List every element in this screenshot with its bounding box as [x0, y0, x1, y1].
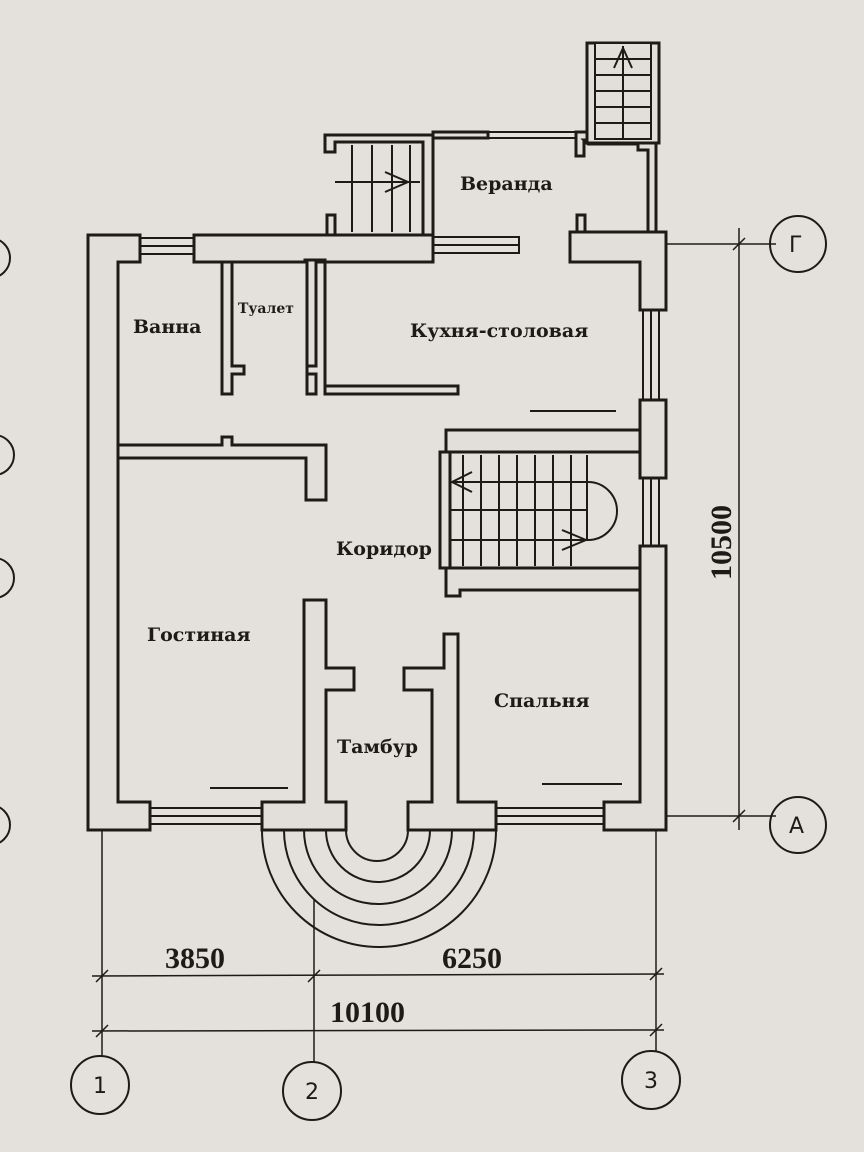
walls: [86, 230, 668, 832]
label-vestibule: Тамбур: [337, 736, 418, 758]
label-living: Гостиная: [147, 624, 250, 646]
dim-span-2-3: 6250: [442, 942, 502, 975]
label-bedroom: Спальня: [494, 690, 590, 712]
dimension-horizontal: 3850 6250 10100 1 2 3: [70, 830, 681, 1121]
dim-total-height: 10500: [705, 505, 738, 580]
label-toilet: Туалет: [238, 301, 294, 317]
axis-label-2: 2: [305, 1080, 319, 1105]
axis-label-3: 3: [644, 1069, 658, 1094]
dimension-vertical: 10500 Г А: [666, 215, 827, 854]
axis-label-g: Г: [789, 233, 802, 258]
fixtures: [210, 410, 622, 789]
dim-total-width: 10100: [330, 996, 405, 1029]
left-axis-markers: [0, 239, 15, 844]
entrance-steps: [261, 829, 497, 948]
label-bath: Ванна: [133, 316, 202, 338]
staircase-veranda: [323, 130, 658, 237]
room-labels: Веранда Ванна Туалет Кухня-столовая Кори…: [133, 173, 590, 758]
label-veranda: Веранда: [460, 173, 553, 195]
label-corridor: Коридор: [336, 538, 432, 560]
axis-label-1: 1: [93, 1074, 107, 1099]
label-kitchen: Кухня-столовая: [410, 320, 588, 342]
staircase-central: [449, 455, 618, 566]
dim-span-1-2: 3850: [165, 942, 225, 975]
axis-label-a: А: [789, 814, 804, 839]
staircase-external: [585, 41, 661, 145]
